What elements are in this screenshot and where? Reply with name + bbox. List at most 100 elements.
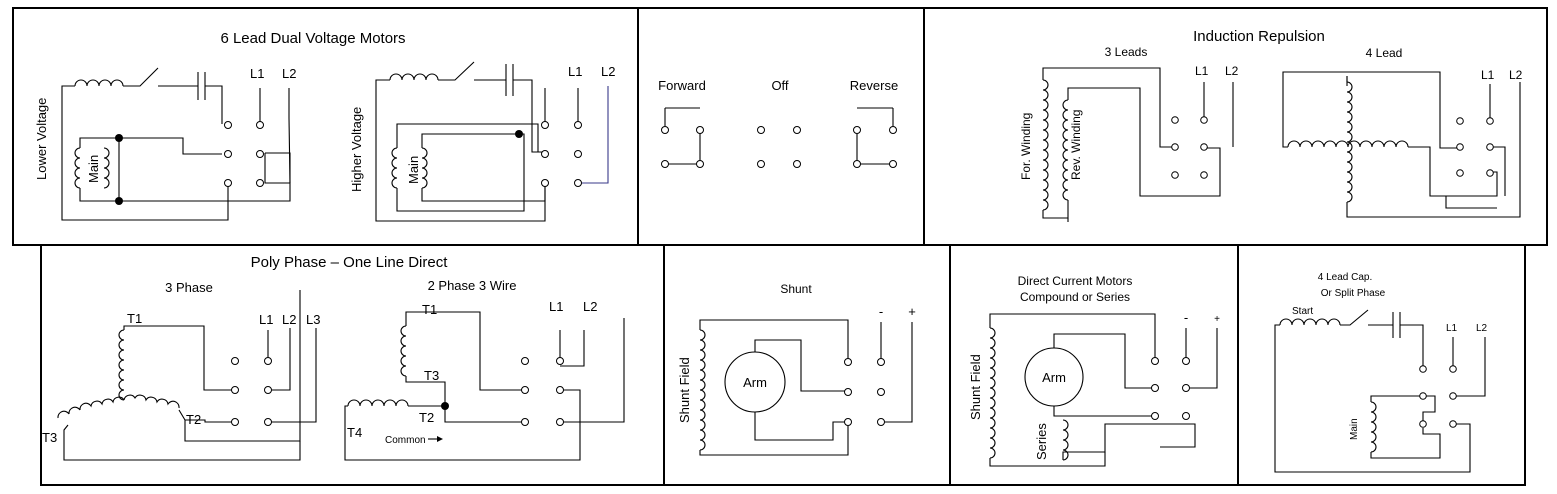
terminal <box>231 418 239 426</box>
t3-lead <box>63 424 301 461</box>
start-coil <box>389 73 439 81</box>
centrifugal-switch <box>438 61 475 81</box>
terminal <box>556 357 564 365</box>
terminal <box>1151 357 1159 365</box>
shunt-field-label: Shunt Field <box>968 354 983 420</box>
contact <box>661 126 669 134</box>
reverse-label: Reverse <box>850 78 898 93</box>
terminal <box>256 150 264 158</box>
l2-wire <box>268 328 291 391</box>
l3-wire <box>268 328 317 423</box>
t1-lead <box>405 311 522 391</box>
contact <box>889 126 897 134</box>
terminal <box>1200 171 1208 179</box>
rev-winding-label: Rev. Winding <box>1069 110 1083 180</box>
wire <box>754 412 845 441</box>
l2-label: L2 <box>601 64 615 79</box>
t2-lead <box>178 290 301 442</box>
terminal <box>1182 357 1190 365</box>
terminal <box>1449 365 1457 373</box>
l2-label: L2 <box>1225 64 1239 78</box>
wire <box>264 153 290 184</box>
terminal <box>1449 392 1457 400</box>
wire <box>1053 333 1152 389</box>
main-coil-left <box>74 147 81 189</box>
for-winding-label: For. Winding <box>1019 113 1033 180</box>
terminal <box>556 386 564 394</box>
wire <box>61 85 229 221</box>
junction-dot <box>115 134 123 142</box>
contact <box>757 160 765 168</box>
split-title-line2: Or Split Phase <box>1321 288 1386 299</box>
drum-switch-panel: Forward Off Reverse <box>658 78 898 168</box>
terminal <box>1419 392 1427 400</box>
t3-label: T3 <box>424 368 439 383</box>
three-leads-label: 3 Leads <box>1105 45 1148 59</box>
contact <box>793 160 801 168</box>
l1-label: L1 <box>1481 68 1495 82</box>
terminal <box>1171 143 1179 151</box>
main-coil-right <box>103 147 110 189</box>
dual-voltage-panel: 6 Lead Dual Voltage Motors Lower Voltage… <box>34 30 615 222</box>
terminal <box>541 121 549 129</box>
t1-label: T1 <box>422 302 437 317</box>
terminal <box>844 388 852 396</box>
wire <box>79 137 120 202</box>
terminal <box>264 357 272 365</box>
minus-label: - <box>879 304 883 319</box>
wire <box>989 452 1106 467</box>
l2-label: L2 <box>282 66 296 81</box>
terminal <box>877 388 885 396</box>
wire <box>396 133 525 212</box>
phase-coil-a <box>400 325 407 377</box>
arm-label: Arm <box>743 375 767 390</box>
t2-label: T2 <box>419 410 434 425</box>
junction-dot <box>515 130 523 138</box>
centrifugal-switch <box>123 67 159 87</box>
wire <box>205 85 223 124</box>
forward-label: Forward <box>658 78 706 93</box>
shunt-title: Shunt <box>780 282 812 296</box>
terminal <box>256 179 264 187</box>
terminal <box>844 358 852 366</box>
split-title-line1: 4 Lead Cap. <box>1318 272 1373 283</box>
forward-winding-coil <box>1042 79 1049 211</box>
l2-label: L2 <box>1509 68 1523 82</box>
lower-voltage-label: Lower Voltage <box>34 98 49 180</box>
terminal <box>574 150 582 158</box>
terminal <box>224 121 232 129</box>
common-junction-dot <box>441 402 449 410</box>
terminal <box>224 150 232 158</box>
t3-label: T3 <box>42 430 57 445</box>
main-coil <box>1370 401 1377 453</box>
terminal <box>521 386 529 394</box>
phase-coil-b <box>347 399 409 407</box>
higher-voltage-label: Higher Voltage <box>349 107 364 192</box>
wire <box>396 123 539 152</box>
wire <box>560 330 585 367</box>
terminal <box>541 179 549 187</box>
wire <box>754 339 845 392</box>
phase-coil-t2 <box>123 394 180 409</box>
main-label: Main <box>1349 418 1360 440</box>
series-coil <box>1062 419 1069 461</box>
plus-label: + <box>908 304 916 319</box>
induction-repulsion-panel: Induction Repulsion 3 Leads 4 Lead For. … <box>1019 28 1523 222</box>
winding-coil-bottom <box>1346 151 1353 203</box>
terminal <box>256 121 264 129</box>
junction-dot <box>115 197 123 205</box>
wire <box>989 313 1156 358</box>
main-label: Main <box>86 155 101 183</box>
terminal <box>1200 143 1208 151</box>
reverse-winding-coil <box>1062 99 1069 201</box>
main-coil-left <box>391 147 398 189</box>
wire <box>1346 82 1521 218</box>
l3-label: L3 <box>306 312 320 327</box>
terminal <box>264 418 272 426</box>
contact <box>696 126 704 134</box>
wire <box>699 426 849 456</box>
wire <box>375 79 546 222</box>
contact <box>793 126 801 134</box>
l1-label: L1 <box>568 64 582 79</box>
